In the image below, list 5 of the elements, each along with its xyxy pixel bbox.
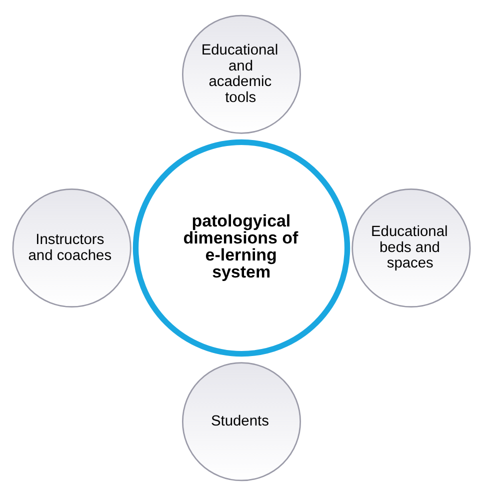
node-circle: Instructors and coaches: [12, 188, 132, 307]
node-circle: patologyical dimensions of e-lerning system: [132, 138, 350, 356]
node-circle: Students: [182, 362, 301, 481]
node-circle: Educational and academic tools: [182, 14, 301, 134]
node-circle: Educational beds and spaces: [352, 188, 471, 307]
